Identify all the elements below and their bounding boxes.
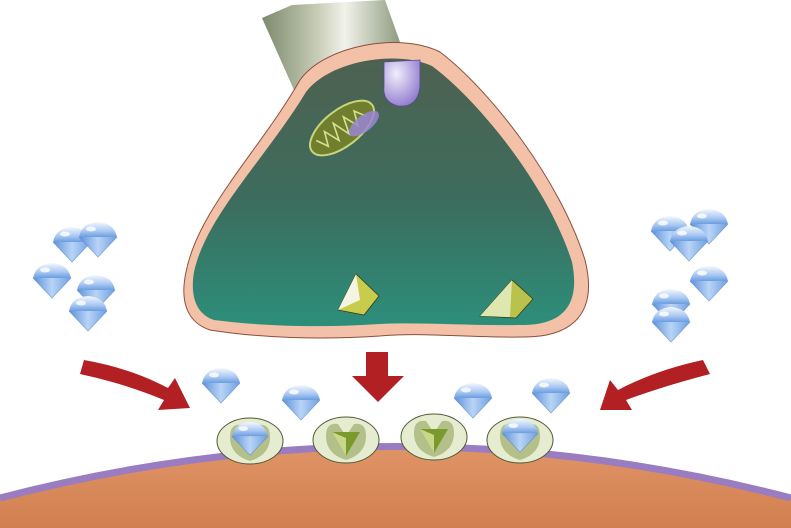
terminal-interior <box>192 58 575 327</box>
drug-molecule <box>689 265 729 302</box>
right-arrow <box>600 360 710 410</box>
drug-molecule <box>453 382 493 419</box>
neurotransmitter-molecule <box>479 279 534 319</box>
neurotransmitter-molecule <box>337 273 380 316</box>
axon <box>262 0 400 108</box>
postsynaptic-cell <box>0 446 791 528</box>
drug-molecule <box>68 295 108 332</box>
mitochondrion <box>309 99 379 157</box>
drug-molecule <box>669 225 709 262</box>
receptor-blocked <box>216 417 284 465</box>
drug-molecule <box>32 262 72 299</box>
left-arrow <box>80 360 190 410</box>
drug-molecule <box>201 367 241 404</box>
synaptic-vesicle <box>383 59 421 107</box>
receptor-with-transmitter <box>400 413 468 461</box>
receptor-blocked <box>486 416 554 464</box>
drug-molecule <box>78 221 118 258</box>
center-arrow <box>352 352 404 402</box>
receptor-with-transmitter <box>312 416 380 464</box>
drug-molecule <box>531 377 571 414</box>
drug-molecule <box>651 306 691 343</box>
postsynaptic-membrane <box>0 443 791 502</box>
drug-molecule <box>281 384 321 421</box>
